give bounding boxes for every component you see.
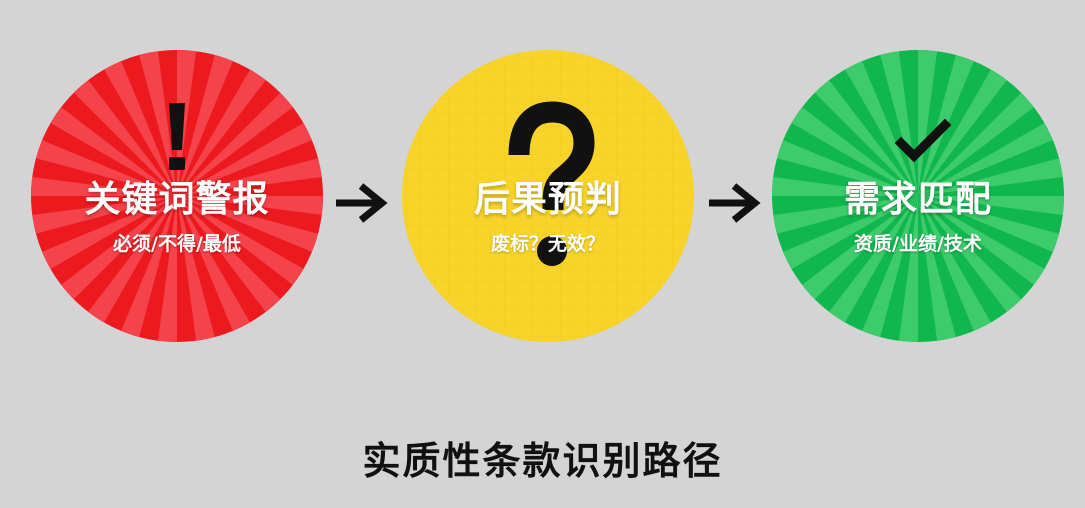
sunburst-ray	[177, 92, 293, 196]
sunburst-ray	[918, 196, 1022, 312]
stage-text-consequence-prediction: 后果预判 废标？无效？	[403, 180, 693, 256]
sunburst-ray	[31, 176, 177, 196]
sunburst-ray	[918, 92, 1034, 196]
sunburst-ray	[139, 51, 177, 196]
sunburst-ray	[73, 80, 177, 196]
diagram-caption: 实质性条款识别路径	[362, 439, 723, 483]
sunburst-ray	[177, 123, 312, 196]
sunburst-ray	[177, 54, 233, 196]
sunburst-ray	[776, 140, 918, 196]
sunburst-ray	[791, 107, 918, 196]
sunburst-ray	[918, 123, 1053, 196]
stage-circle-requirement-match	[772, 50, 1064, 342]
sunburst-ray	[918, 69, 1007, 196]
sunburst-ray	[50, 107, 178, 196]
sunburst-ray	[918, 50, 938, 196]
sunburst-ray	[802, 196, 918, 300]
sunburst-ray	[177, 196, 250, 331]
stage-subtitle: 必须/不得/最低	[113, 233, 241, 255]
stage-text-keyword-alert: 关键词警报 必须/不得/最低	[32, 180, 322, 256]
sunburst-ray	[814, 80, 918, 196]
sunburst-ray	[177, 196, 304, 285]
stage-title: 关键词警报	[84, 179, 270, 220]
sunburst-ray	[783, 196, 918, 269]
sunburst-ray	[918, 196, 1060, 252]
sunburst-ray	[157, 196, 177, 342]
stage-circle-consequence-prediction	[402, 50, 694, 342]
stage-subtitle: 资质/业绩/技术	[854, 233, 982, 255]
sunburst-ray	[177, 196, 281, 312]
sunburst-ray	[32, 196, 177, 234]
sunburst-ray	[918, 196, 956, 341]
sunburst-ray	[862, 196, 918, 338]
sunburst-ray	[918, 196, 1064, 216]
sunburst-ray	[880, 51, 918, 196]
stage-circle-keyword-alert	[31, 50, 323, 342]
arrow-right-icon	[709, 183, 761, 223]
sunburst-ray	[177, 196, 323, 216]
stage-title: 需求匹配	[843, 179, 992, 220]
sunburst-ray	[898, 196, 918, 342]
sunburst-ray	[177, 158, 322, 196]
sunburst-ray	[177, 196, 215, 341]
checkmark-icon	[894, 118, 952, 163]
sunburst-ray	[88, 196, 177, 323]
sunburst-ray	[918, 158, 1063, 196]
sunburst-ray	[829, 196, 918, 323]
question-mark-icon	[508, 101, 595, 266]
sunburst-ray	[773, 196, 918, 234]
arrow-right-icon	[336, 183, 388, 223]
sunburst-ray	[772, 176, 918, 196]
stage-subtitle: 废标？无效？	[490, 233, 605, 255]
sunburst-ray	[104, 61, 177, 196]
sunburst-ray	[177, 196, 319, 252]
stage-text-requirement-match: 需求匹配 资质/业绩/技术	[773, 180, 1063, 256]
sunburst-ray	[845, 61, 918, 196]
sunburst-ray	[918, 196, 991, 331]
sunburst-ray	[918, 196, 1045, 285]
sunburst-ray	[177, 69, 266, 196]
sunburst-ray	[121, 196, 177, 338]
sunburst-ray	[35, 140, 177, 196]
exclamation-icon	[169, 103, 185, 170]
stage-title: 后果预判	[473, 179, 622, 220]
sunburst-ray	[61, 196, 177, 300]
sunburst-ray	[42, 196, 177, 269]
